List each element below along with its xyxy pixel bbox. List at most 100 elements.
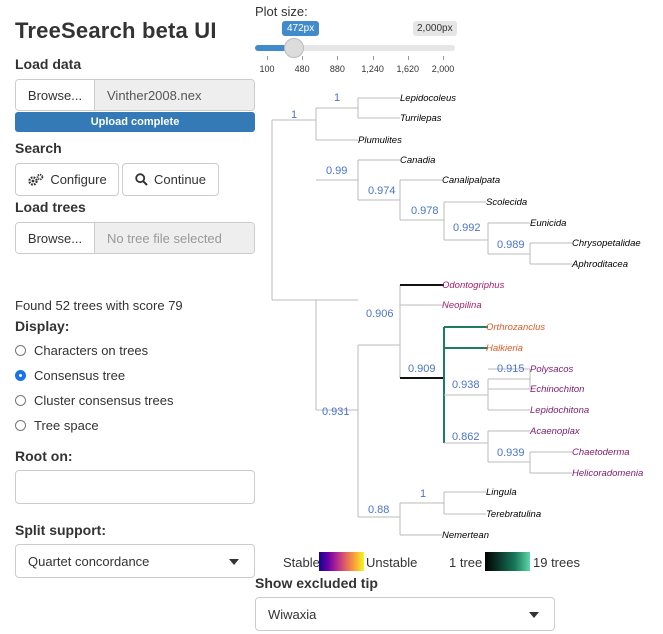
load-data-heading: Load data xyxy=(15,56,82,72)
upload-progress-bar: Upload complete xyxy=(15,112,255,132)
display-heading: Display: xyxy=(15,318,70,334)
slider-value-label: 472px xyxy=(282,21,320,36)
excluded-tip-heading: Show excluded tip xyxy=(255,575,378,591)
support-value: 0.974 xyxy=(368,185,396,197)
excluded-tip-value: Wiwaxia xyxy=(268,606,317,622)
support-value: 0.978 xyxy=(411,205,439,217)
display-option-consensus[interactable]: Consensus tree xyxy=(15,368,125,383)
support-value: 0.939 xyxy=(497,447,525,459)
legend-unstable-label: Unstable xyxy=(366,555,418,570)
tip-label: Terebratulina xyxy=(486,509,541,520)
tip-label: Plumulites xyxy=(358,135,402,146)
tip-label: Odontogriphus xyxy=(442,280,505,291)
display-option-label: Consensus tree xyxy=(34,368,126,383)
app-title: TreeSearch beta UI xyxy=(15,18,217,43)
support-value: 0.931 xyxy=(322,406,350,418)
support-value: 0.862 xyxy=(452,431,480,443)
tip-label: Acaenoplax xyxy=(529,426,581,437)
slider-tick-label: 2,000 xyxy=(431,64,455,74)
tree-browse-button[interactable]: Browse... xyxy=(16,223,95,253)
split-support-heading: Split support: xyxy=(15,522,106,538)
tip-label: Lepidocoleus xyxy=(400,93,456,104)
data-file-input[interactable]: Browse... Vinther2008.nex xyxy=(15,79,255,111)
support-value: 1 xyxy=(334,92,340,104)
support-value: 0.88 xyxy=(368,504,389,516)
tip-label: Canadia xyxy=(400,155,435,166)
search-icon xyxy=(135,173,148,186)
slider-tick-mark xyxy=(407,56,409,60)
tip-label: Halkieria xyxy=(486,343,523,354)
slider-max-label: 2,000px xyxy=(413,21,457,36)
tip-label: Polysacos xyxy=(530,364,574,375)
excluded-tip-select[interactable]: Wiwaxia xyxy=(255,597,555,631)
tree-file-placeholder: No tree file selected xyxy=(95,223,254,253)
data-file-name: Vinther2008.nex xyxy=(95,80,254,110)
consensus-tree: LepidocoleusTurrilepasPlumulitesCanadiaC… xyxy=(271,92,643,541)
support-value: 0.915 xyxy=(497,363,525,375)
configure-button[interactable]: Configure xyxy=(15,163,119,196)
cogs-icon xyxy=(27,173,44,187)
continue-label: Continue xyxy=(153,172,207,187)
support-value: 0.99 xyxy=(326,165,347,177)
slider-handle[interactable] xyxy=(284,38,305,58)
split-support-value: Quartet concordance xyxy=(28,553,150,569)
trees-gradient xyxy=(485,552,530,571)
radio-selected-icon xyxy=(15,370,26,381)
slider-tick-label: 880 xyxy=(329,64,345,74)
tip-label: Aphroditacea xyxy=(571,259,628,270)
data-browse-button[interactable]: Browse... xyxy=(16,80,95,110)
plot-size-slider[interactable]: 472px 2,000px 100 480 880 1,240 1,620 2,000 xyxy=(255,21,457,81)
slider-tick-label: 100 xyxy=(259,64,275,74)
configure-label: Configure xyxy=(50,172,107,187)
caret-down-icon xyxy=(229,559,239,565)
radio-icon xyxy=(15,420,26,431)
continue-button[interactable]: Continue xyxy=(122,163,219,196)
display-option-label: Characters on trees xyxy=(34,343,149,358)
legend-stable-label: Stable xyxy=(283,555,320,570)
tip-label: Chaetoderma xyxy=(572,447,630,458)
display-option-characters[interactable]: Characters on trees xyxy=(15,343,148,358)
slider-tick-mark xyxy=(372,56,374,60)
slider-tick-label: 1,620 xyxy=(396,64,420,74)
tip-label: Lingula xyxy=(486,487,517,498)
tip-label: Scolecida xyxy=(486,197,527,208)
display-option-cluster[interactable]: Cluster consensus trees xyxy=(15,393,173,408)
plot-size-label: Plot size: xyxy=(255,4,308,19)
tip-label: Canalipalpata xyxy=(442,175,500,186)
tree-file-input[interactable]: Browse... No tree file selected xyxy=(15,222,255,254)
support-value: 0.906 xyxy=(366,308,394,320)
slider-tick-mark xyxy=(443,56,444,60)
tip-label: Chrysopetalidae xyxy=(572,238,641,249)
load-trees-heading: Load trees xyxy=(15,199,86,215)
root-on-input[interactable] xyxy=(15,470,255,504)
support-value: 0.992 xyxy=(453,222,481,234)
support-value: 0.989 xyxy=(497,239,525,251)
radio-icon xyxy=(15,345,26,356)
slider-tick-label: 480 xyxy=(294,64,310,74)
caret-down-icon xyxy=(529,612,539,618)
tip-label: Turrilepas xyxy=(400,113,442,124)
tip-label: Nemertean xyxy=(442,530,489,541)
search-heading: Search xyxy=(15,140,62,156)
radio-icon xyxy=(15,395,26,406)
display-option-label: Cluster consensus trees xyxy=(34,393,174,408)
tip-label: Echinochiton xyxy=(530,384,584,395)
slider-tick-mark xyxy=(302,56,304,60)
legend-one-tree-label: 1 tree xyxy=(449,555,483,570)
tip-label: Orthrozanclus xyxy=(486,322,545,333)
split-support-select[interactable]: Quartet concordance xyxy=(15,544,255,578)
support-value: 0.909 xyxy=(408,363,436,375)
trees-found-text: Found 52 trees with score 79 xyxy=(15,298,183,313)
slider-tick-label: 1,240 xyxy=(361,64,384,74)
legend-nineteen-trees-label: 19 trees xyxy=(533,555,580,570)
display-option-tree-space[interactable]: Tree space xyxy=(15,418,99,433)
tip-label: Lepidochitona xyxy=(530,405,589,416)
tip-label: Helicoradomenia xyxy=(572,468,643,479)
support-value: 1 xyxy=(291,109,297,121)
tip-label: Neopilina xyxy=(442,300,482,311)
slider-tick-mark xyxy=(337,56,339,60)
stability-gradient xyxy=(319,552,364,571)
support-value: 1 xyxy=(420,488,426,500)
slider-tick-mark xyxy=(267,56,268,60)
slider-fill xyxy=(255,45,295,51)
